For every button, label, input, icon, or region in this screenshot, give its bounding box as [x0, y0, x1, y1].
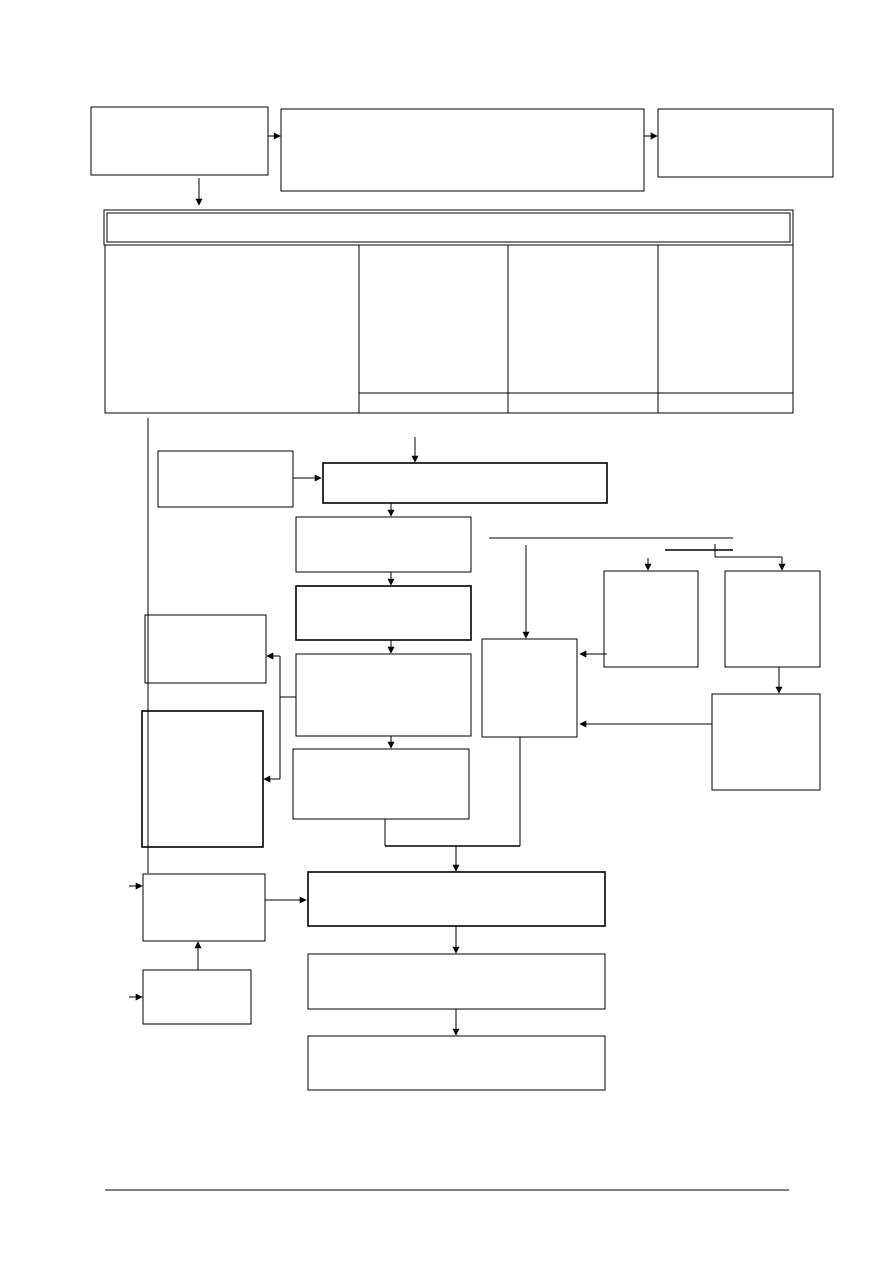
top-right-box: [657, 108, 834, 178]
step-box-2: [295, 585, 472, 641]
top-left-box: [90, 106, 269, 176]
main-table-outer: [104, 244, 794, 414]
branch-box-right: [724, 570, 821, 668]
left-box-b: [142, 969, 252, 1025]
step-box-1: [295, 516, 472, 573]
top-center-box: [280, 108, 645, 192]
merge-box: [481, 638, 578, 738]
side-box-tall: [141, 710, 264, 848]
branch-box-left: [603, 570, 699, 668]
input-box-left: [157, 450, 294, 508]
side-box-upper: [144, 614, 267, 684]
main-header-band-outer: [103, 209, 794, 246]
final-box-1: [307, 871, 606, 927]
central-wide-box: [322, 462, 608, 504]
step-box-4: [292, 748, 470, 820]
final-box-2: [307, 953, 606, 1010]
main-header-band: [106, 212, 791, 243]
branch-box-lower: [711, 693, 821, 791]
final-box-3: [307, 1035, 606, 1091]
left-box-a: [142, 873, 266, 942]
step-box-3: [295, 653, 472, 737]
